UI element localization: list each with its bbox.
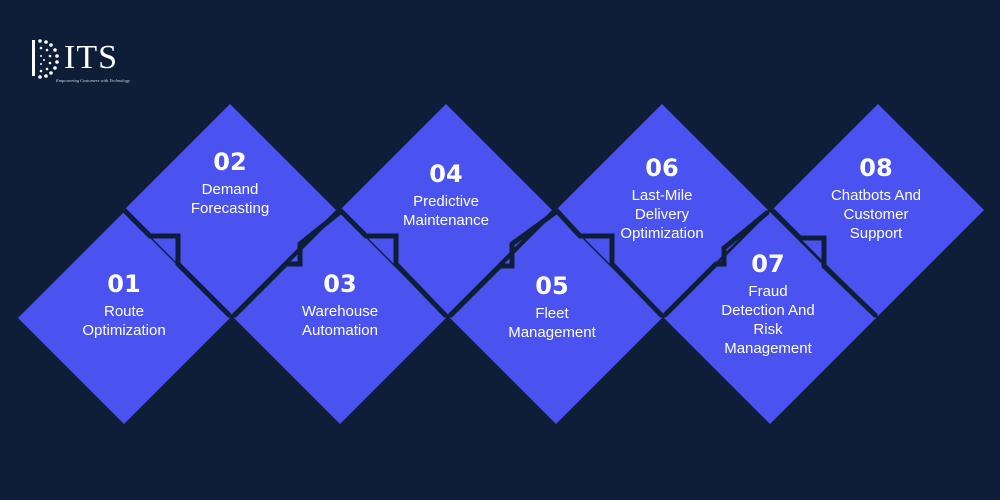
connector-03-04 [338, 208, 448, 318]
step-number: 02 [213, 148, 247, 176]
logo-dot-mark-icon [32, 39, 59, 79]
step-07: 07 Fraud Detection And Risk Management [688, 250, 848, 358]
step-number: 05 [535, 272, 569, 300]
step-03: 03 Warehouse Automation [260, 270, 420, 340]
step-title: Fleet Management [508, 305, 596, 341]
step-number: 06 [645, 154, 679, 182]
step-04: 04 Predictive Maintenance [366, 160, 526, 230]
connector-06-07 [662, 210, 770, 318]
logo-tagline: Empowering Customers with Technology [56, 78, 130, 83]
step-title: Predictive Maintenance [403, 193, 489, 229]
step-title: Route Optimization [82, 303, 166, 339]
company-logo: ITS Empowering Customers with Technology [26, 36, 146, 88]
step-05: 05 Fleet Management [472, 272, 632, 342]
step-number: 08 [859, 154, 893, 182]
step-02: 02 Demand Forecasting [150, 148, 310, 218]
logo-text: ITS [64, 39, 118, 76]
step-number: 07 [751, 250, 785, 278]
step-number: 03 [323, 270, 357, 298]
step-06: 06 Last-Mile Delivery Optimization [582, 154, 742, 243]
step-title: Demand Forecasting [190, 181, 270, 217]
connector-05-06 [554, 208, 664, 318]
diamond-04 [340, 104, 552, 316]
step-title: Chatbots And Customer Support [830, 187, 922, 242]
step-number: 04 [429, 160, 463, 188]
connector-07-08 [770, 208, 878, 318]
step-number: 01 [107, 270, 141, 298]
step-title: Fraud Detection And Risk Management [721, 283, 815, 357]
step-title: Last-Mile Delivery Optimization [620, 187, 704, 242]
connector-04-05 [448, 209, 558, 318]
connector-02-03 [232, 210, 342, 318]
step-01: 01 Route Optimization [44, 270, 204, 340]
step-08: 08 Chatbots And Customer Support [796, 154, 956, 243]
connector-01-02 [122, 208, 232, 318]
step-title: Warehouse Automation [301, 303, 379, 339]
